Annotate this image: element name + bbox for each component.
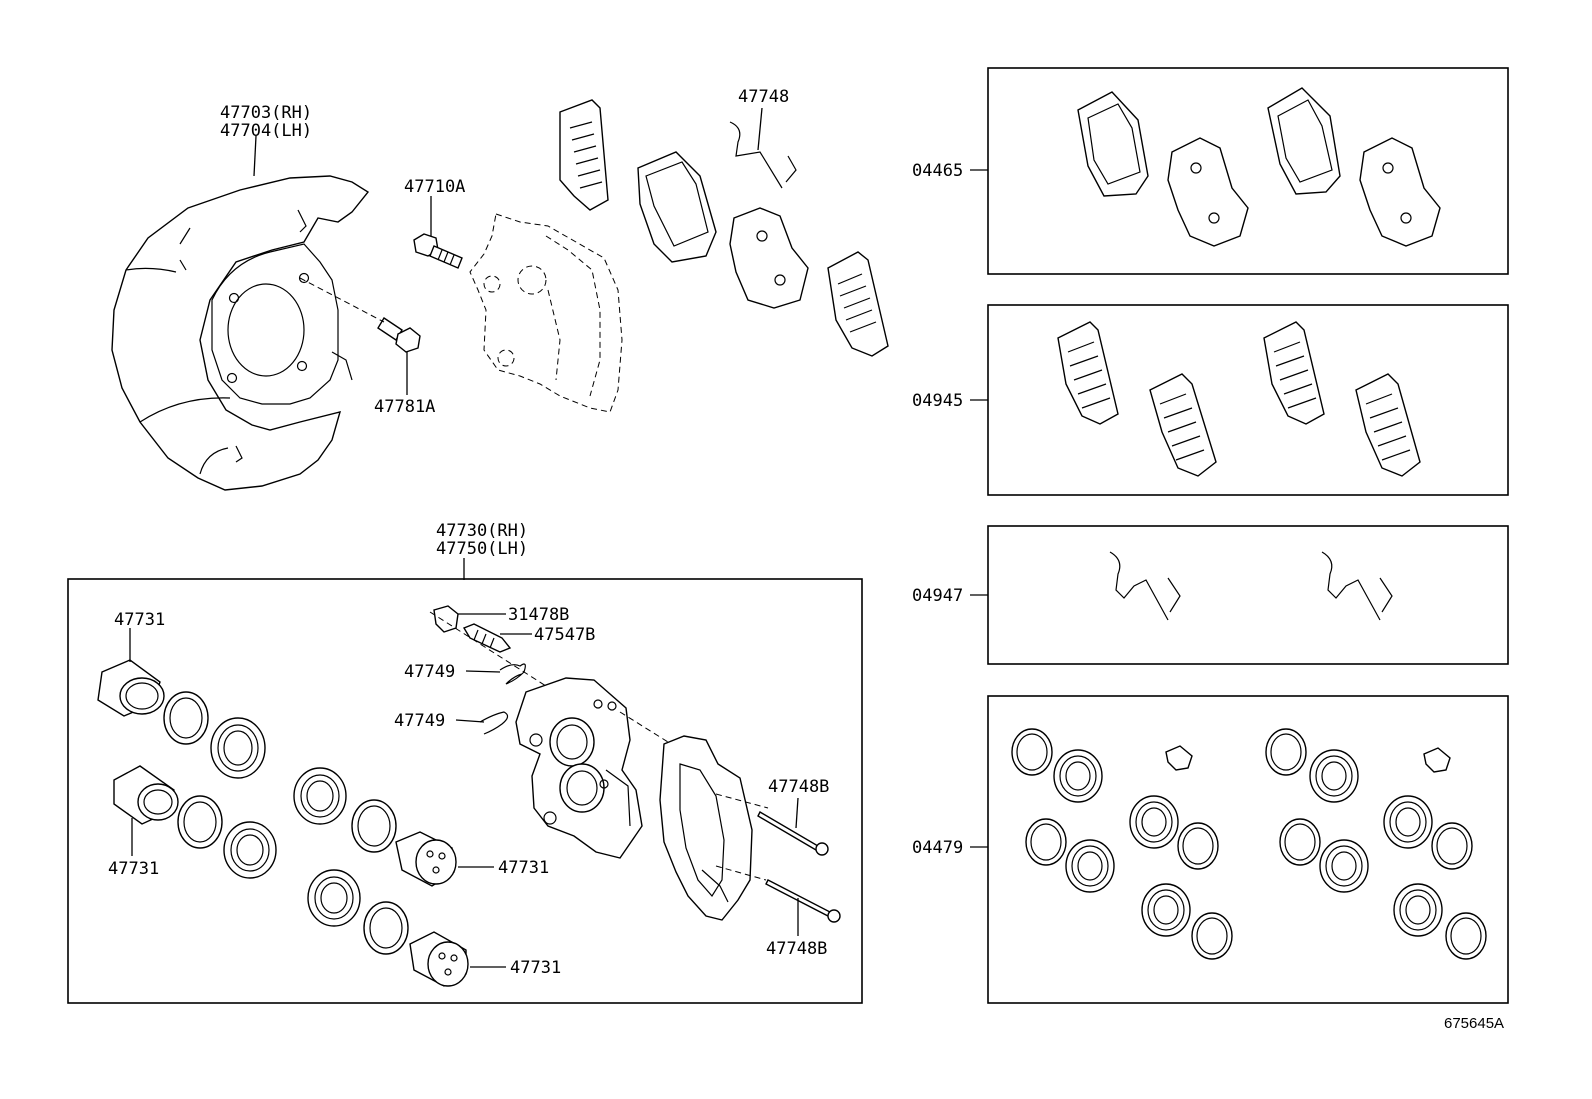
kit-boot-part-1[interactable] [1053,749,1103,803]
part-label-pin-upper[interactable]: 47748B [768,777,829,797]
seal-ring-part-4[interactable] [363,901,409,955]
kit-pad-part-2[interactable] [1267,87,1341,195]
kit-boot-part-3[interactable] [1129,795,1179,849]
part-label-clip-top[interactable]: 47748 [738,87,789,107]
part-label-pin-lower[interactable]: 47748B [766,939,827,959]
caliper-body-outer-part[interactable] [659,735,753,921]
kit-seal-ring-part-5[interactable] [1265,728,1307,776]
bleeder-cap-part[interactable] [433,605,459,633]
part-label-kit-pads[interactable]: 04465 [912,161,963,181]
kit-plate-part-1[interactable] [1167,137,1249,247]
part-label-kit-seals[interactable]: 04479 [912,838,963,858]
caliper-assembly-box [67,578,863,1004]
kit-shim-part-3[interactable] [1263,321,1325,425]
part-label-piston-bottom[interactable]: 47731 [510,958,561,978]
caliper-assembly-reference [469,213,623,413]
kit-seal-ring-part-7[interactable] [1431,822,1473,870]
cover-bolt-part[interactable] [377,317,421,353]
kit-seal-ring-part-3[interactable] [1177,822,1219,870]
kit-clip-part-1[interactable] [1109,551,1181,621]
pad-pin-part-lower[interactable] [765,879,841,923]
seal-ring-part-2[interactable] [177,795,223,849]
leader-spring-upper [465,670,501,673]
pad-plate-part-top[interactable] [729,207,809,309]
dust-boot-part-1[interactable] [210,717,266,779]
kit-box-pads [987,67,1509,275]
kit-bleeder-cap-part-1[interactable] [1165,745,1193,771]
dust-boot-part-2[interactable] [223,821,277,879]
kit-shim-part-2[interactable] [1149,373,1217,477]
kit-pad-part-1[interactable] [1077,91,1149,197]
kit-boot-part-4[interactable] [1141,883,1191,937]
kit-seal-ring-part-6[interactable] [1279,818,1321,866]
part-label-kit-fitting[interactable]: 04947 [912,586,963,606]
kit-seal-ring-part-2[interactable] [1025,818,1067,866]
kit-boot-part-2[interactable] [1065,839,1115,893]
assembly-guide-upper [429,611,547,687]
part-label-dust-cover-rh[interactable]: 47703(RH) [220,103,312,123]
part-label-cover-bolt[interactable]: 47781A [374,397,435,417]
leader-dust-cover [253,135,257,177]
piston-part-lower-left[interactable] [113,765,179,825]
leader-pin-upper [795,797,799,829]
dust-boot-part-3[interactable] [293,767,347,825]
kit-boot-part-8[interactable] [1393,883,1443,937]
kit-seal-ring-part-8[interactable] [1445,912,1487,960]
part-label-piston-lower-left[interactable]: 47731 [108,859,159,879]
kit-seal-ring-part-4[interactable] [1191,912,1233,960]
assembly-guide-pin-lower [715,865,767,881]
part-label-piston-middle[interactable]: 47731 [498,858,549,878]
piston-part-bottom[interactable] [409,931,469,987]
part-label-caliper-lh[interactable]: 47750(LH) [436,539,528,559]
bleeder-plug-part[interactable] [462,623,512,653]
seal-ring-part-3[interactable] [351,799,397,853]
part-label-piston-upper-left[interactable]: 47731 [114,610,165,630]
kit-box-seals [987,695,1509,1004]
dust-cover-part[interactable] [111,175,370,491]
anti-rattle-clip-part-top[interactable] [729,121,797,189]
leader-clip-top [757,107,763,151]
part-label-caliper-rh[interactable]: 47730(RH) [436,521,528,541]
caliper-mounting-bolt-part[interactable] [413,233,463,269]
kit-boot-part-5[interactable] [1309,749,1359,803]
part-label-kit-shims[interactable]: 04945 [912,391,963,411]
dust-boot-part-4[interactable] [307,869,361,927]
pad-spring-part-upper[interactable] [499,663,526,685]
part-label-bleeder-cap[interactable]: 31478B [508,605,569,625]
kit-shim-part-1[interactable] [1057,321,1119,425]
kit-box-fitting [987,525,1509,665]
cover-bolt-dashed-guide [299,277,385,323]
kit-boot-part-6[interactable] [1319,839,1369,893]
kit-shim-part-4[interactable] [1355,373,1421,477]
shim-part-top-right[interactable] [827,251,889,357]
brake-pad-part-top[interactable] [637,151,717,263]
kit-boot-part-7[interactable] [1383,795,1433,849]
piston-part-upper-left[interactable] [97,659,165,717]
part-label-spring-lower[interactable]: 47749 [394,711,445,731]
seal-ring-part-1[interactable] [163,691,209,745]
part-label-caliper-bolt[interactable]: 47710A [404,177,465,197]
piston-part-middle[interactable] [395,831,457,887]
caliper-body-inner-part[interactable] [515,677,643,859]
drawing-number: 675645A [1444,1015,1504,1032]
kit-clip-part-2[interactable] [1321,551,1393,621]
pad-pin-part-upper[interactable] [757,811,829,856]
part-label-bleeder-plug[interactable]: 47547B [534,625,595,645]
kit-seal-ring-part-1[interactable] [1011,728,1053,776]
pad-spring-part-lower[interactable] [479,711,509,735]
assembly-guide-pin-upper [715,793,769,809]
part-label-dust-cover-lh[interactable]: 47704(LH) [220,121,312,141]
kit-plate-part-2[interactable] [1359,137,1441,247]
part-label-spring-upper[interactable]: 47749 [404,662,455,682]
kit-bleeder-cap-part-2[interactable] [1423,747,1451,773]
leader-spring-lower [455,719,485,723]
shim-part-top-left[interactable] [559,99,609,211]
